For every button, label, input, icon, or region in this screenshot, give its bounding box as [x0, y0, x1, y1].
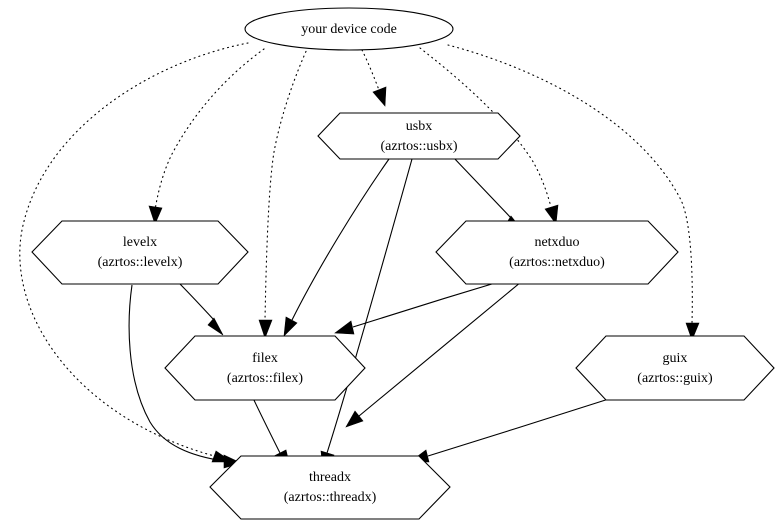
node-shape-ellipse — [244, 7, 454, 51]
node-label-line1: usbx — [406, 119, 432, 134]
edge-device-to-usbx — [361, 49, 387, 107]
edge-usbx-to-netxduo — [452, 156, 523, 231]
node-label-line2: (azrtos::threadx) — [284, 490, 377, 505]
node-shape-octagon — [164, 335, 366, 401]
node-levelx[interactable]: levelx (azrtos::levelx) — [31, 220, 249, 285]
node-label-line1: your device code — [301, 22, 397, 37]
edge-usbx-to-filex — [283, 158, 390, 337]
node-shape-octagon — [317, 112, 521, 160]
edge-guix-to-threadx — [409, 396, 616, 463]
node-layer: your device code usbx (azrtos::usbx) lev… — [31, 7, 775, 520]
node-guix[interactable]: guix (azrtos::guix) — [575, 335, 775, 401]
node-shape-octagon — [435, 220, 679, 285]
node-label-line1: guix — [663, 351, 688, 366]
node-label-line1: levelx — [123, 235, 157, 250]
node-your-device-code[interactable]: your device code — [244, 7, 454, 51]
edge-netxduo-to-threadx — [345, 281, 522, 428]
edge-levelx-to-filex — [177, 281, 224, 336]
node-threadx[interactable]: threadx (azrtos::threadx) — [209, 455, 451, 520]
edge-device-to-levelx — [148, 48, 265, 225]
node-label-line2: (azrtos::levelx) — [98, 255, 183, 270]
node-shape-octagon — [209, 455, 451, 520]
node-shape-octagon — [575, 335, 775, 401]
node-filex[interactable]: filex (azrtos::filex) — [164, 335, 366, 401]
edge-device-to-filex — [258, 46, 309, 339]
node-label-line1: threadx — [309, 470, 351, 485]
edge-usbx-to-threadx — [320, 158, 413, 471]
node-shape-octagon — [31, 220, 249, 285]
node-label-line2: (azrtos::filex) — [227, 371, 304, 386]
node-label-line2: (azrtos::netxduo) — [509, 255, 605, 270]
node-label-line1: filex — [252, 351, 278, 366]
edge-netxduo-to-filex — [334, 279, 506, 335]
node-usbx[interactable]: usbx (azrtos::usbx) — [317, 112, 521, 160]
node-label-line2: (azrtos::guix) — [637, 371, 713, 386]
node-label-line2: (azrtos::usbx) — [381, 139, 458, 154]
node-label-line1: netxduo — [534, 235, 579, 250]
edge-device-to-guix — [447, 44, 700, 341]
node-netxduo[interactable]: netxduo (azrtos::netxduo) — [435, 220, 679, 285]
edge-device-to-netxduo — [419, 47, 559, 225]
